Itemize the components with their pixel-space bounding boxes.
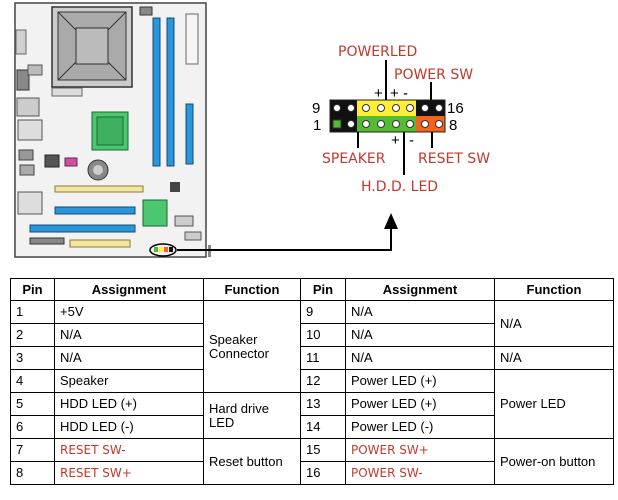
pin-number: 13 — [300, 392, 346, 416]
pin-number: 9 — [300, 300, 346, 324]
pin-assignment: POWER SW- — [345, 461, 495, 485]
pin-assignment: HDD LED (-) — [54, 415, 204, 439]
table-row: 1 +5V Speaker Connector 9 N/A N/A — [10, 300, 614, 393]
pin-number: 5 — [10, 392, 55, 416]
pin-number: 1 — [10, 300, 55, 324]
pin-number: 8 — [10, 461, 55, 485]
function-power-on-button: Power-on button — [494, 438, 614, 485]
function-na-2: N/A — [494, 346, 614, 370]
plus-sign-top: + — [374, 85, 383, 102]
header-assignment-right: Assignment — [345, 278, 495, 301]
minus-sign-bottom: - — [409, 132, 414, 149]
pin-8-label: 8 — [449, 117, 457, 134]
pin-number: 16 — [300, 461, 346, 485]
hdd-led-label: H.D.D. LED — [361, 179, 438, 195]
pin-assignment: N/A — [345, 323, 495, 347]
pin-16-label: 16 — [447, 100, 464, 117]
table-row: 2 N/A 10 N/A — [10, 323, 614, 347]
pin-number: 2 — [10, 323, 55, 347]
function-speaker-connector: Speaker Connector — [203, 300, 301, 393]
arrow-head — [384, 213, 398, 229]
pin-number: 7 — [10, 438, 55, 462]
pin-assignment: Speaker — [54, 369, 204, 393]
pin-assignment: RESET SW- — [54, 438, 204, 462]
pin-number: 12 — [300, 369, 346, 393]
header-function-right: Function — [494, 278, 614, 301]
pin-assignment: RESET SW+ — [54, 461, 204, 485]
function-reset-button: Reset button — [203, 438, 301, 485]
pin-assignment: N/A — [345, 346, 495, 370]
power-sw-label: POWER SW — [394, 67, 473, 83]
header-pin-right: Pin — [300, 278, 346, 301]
pin-assignment: POWER SW+ — [345, 438, 495, 462]
table-row: 5 HDD LED (+) Hard drive LED 13 Power LE… — [10, 392, 614, 439]
plus-sign-bottom: + — [391, 132, 400, 149]
pin-number: 4 — [10, 369, 55, 393]
table-row: 7 RESET SW- Reset button 15 POWER SW+ Po… — [10, 438, 614, 485]
pin-number: 11 — [300, 346, 346, 370]
pin-number: 14 — [300, 415, 346, 439]
pin-number: 6 — [10, 415, 55, 439]
header-pin-left: Pin — [10, 278, 55, 301]
connector-arrow — [177, 228, 392, 251]
plus-sign-top-2: + — [390, 85, 399, 102]
pin-assignment: Power LED (+) — [345, 369, 495, 393]
function-hard-drive-led: Hard drive LED — [203, 392, 301, 439]
reset-sw-label: RESET SW — [418, 151, 490, 167]
pin-header — [329, 99, 446, 133]
motherboard-illustration — [14, 2, 211, 258]
table-row: 8 RESET SW+ 16 POWER SW- — [10, 461, 614, 485]
pin-1-label: 1 — [313, 117, 321, 134]
front-panel-diagram: POWERLED POWER SW SPEAKER RESET SW H.D.D… — [14, 2, 490, 258]
speaker-label: SPEAKER — [322, 151, 386, 167]
minus-sign-top: - — [403, 85, 408, 102]
table-row: 3 N/A 11 N/A N/A — [10, 346, 614, 370]
pin-assignment: Power LED (-) — [345, 415, 495, 439]
pin-assignment: HDD LED (+) — [54, 392, 204, 416]
pin-number: 15 — [300, 438, 346, 462]
pin-number: 3 — [10, 346, 55, 370]
pin-assignment: +5V — [54, 300, 204, 324]
pin-assignment: N/A — [345, 300, 495, 324]
pin-assignment-table: Pin Assignment Function Pin Assignment F… — [10, 278, 614, 485]
function-na: N/A — [494, 300, 614, 347]
function-power-led: Power LED — [494, 369, 614, 439]
table-header-row: Pin Assignment Function Pin Assignment F… — [10, 278, 614, 301]
pin-assignment: N/A — [54, 346, 204, 370]
header-function-left: Function — [203, 278, 301, 301]
pin-assignment: Power LED (+) — [345, 392, 495, 416]
pin-assignment: N/A — [54, 323, 204, 347]
table-row: 4 Speaker 12 Power LED (+) Power LED — [10, 369, 614, 439]
pin-number: 10 — [300, 323, 346, 347]
pin-9-label: 9 — [312, 100, 320, 117]
powerled-label: POWERLED — [338, 44, 417, 60]
header-assignment-left: Assignment — [54, 278, 204, 301]
